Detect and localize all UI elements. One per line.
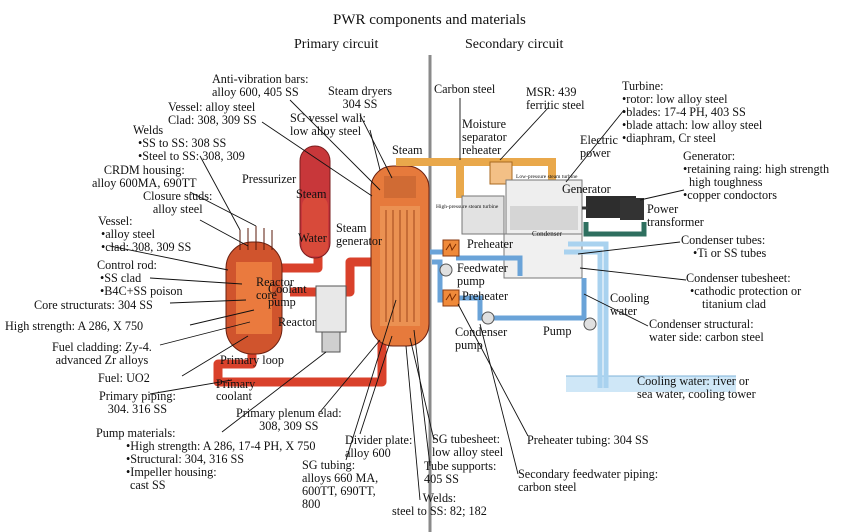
closure-studs-label: Closure studs:alloy steel [143,189,213,216]
cooling-water-label: Cooling water [610,291,650,318]
electric-power-label: Electric power [580,133,618,160]
steam-label: Steam [392,143,423,157]
reactor-label: Reactor [278,315,316,329]
pressurizer-tank [299,145,331,259]
generator-materials-label: Generator:•retaining raing: high strengt… [683,149,830,202]
primary-plenum-label: Primary plenum elad:308, 309 SS [236,406,342,433]
condenser-pump-icon [481,311,495,325]
primary-piping-label: Primary piping:304. 316 SS [99,389,176,416]
primary-circuit-header: Primary circuit [294,37,379,52]
power-transformer-label: Power transformer [647,202,704,229]
steam-generator-vessel [370,165,430,347]
secondary-feedwater-label: Secondary feedwater piping:carbon steel [518,467,659,494]
primary-coolant-label: Primary coolant [216,377,256,403]
steam-pipe [396,158,556,198]
condenser-tubesheet-label: Condenser tubesheet:•cathodic protection… [686,271,802,311]
pump-label: Pump [543,324,572,338]
condenser-structural-label: Condenser structural:water side: carbon … [649,317,764,344]
welds-bottom-label: Welds:steel to SS: 82; 182 [392,491,487,518]
crdm-label: CRDM housing:alloy 600MA, 690TT [92,163,197,190]
high-strength-label: High strength: A 286, X 750 [5,319,144,333]
coolant-pump-body [315,285,347,353]
moisture-separator-label: Moisture separator reheater [462,117,507,157]
preheater-tubing-label: Preheater tubing: 304 SS [527,433,649,447]
condenser-tubes-label: Condenser tubes:•Ti or SS tubes [681,233,767,260]
divider-plate-label: Divider plate:alloy 600 [345,433,413,460]
page-title: PWR components and materials [333,12,526,28]
sg-tubesheet-label: SG tubesheet:low alloy steel [432,432,504,459]
condenser-label: Condenser [532,230,562,238]
pressurizer-label: Pressurizer [242,172,297,186]
sg-tubing-label: SG tubing:alloys 660 MA,600TT, 690TT,800 [302,458,379,511]
pressurizer-water-label: Water [298,231,327,245]
cooling-pump-icon [583,317,597,331]
preheater-1-label: Preheater [467,237,514,251]
reactor-vessel [225,226,283,355]
lp-turbine-label: Low-pressure steam turbine [516,174,578,180]
preheater-1-box [442,239,460,257]
preheater-2-box [442,289,460,307]
tube-supports-label: Tube supports:405 SS [424,459,497,486]
core-structurals-label: Core structurats: 304 SS [34,298,153,312]
reactor-core-label: Reactor core [256,275,294,302]
welds-label: Welds•SS to SS: 308 SS•Steel to SS: 308,… [133,123,245,163]
fuel-cladding-label: Fuel cladding: Zy-4.advanced Zr alloys [52,340,152,367]
preheater-2-label: Preheater [462,289,509,303]
vessel-left-label: Vessel:•alloy steel•clad: 308, 309 SS [98,214,192,254]
msr-unit [489,161,513,185]
fuel-label: Fuel: UO2 [98,371,150,385]
hp-turbine-label: High-pressure steam turbine [436,204,499,210]
primary-loop-label: Primary loop [220,353,284,367]
steam-generator-label: Steam generator [336,221,383,248]
turbine-housing [461,179,583,235]
cooling-water-pipe [564,241,609,388]
leader-lines [109,98,687,501]
feedwater-pump-label: Feedwater pump [457,261,508,288]
control-rod-label: Control rod:•SS clad•B4C+SS poison [97,258,183,298]
secondary-circuit-header: Secondary circuit [465,37,564,52]
carbon-steel-label: Carbon steel [434,82,496,96]
condenser-pump-label: Condenser pump [455,325,508,352]
generator-cooling-pipe [583,222,647,237]
transformer-unit [620,198,644,220]
turbine-label: Turbine:•rotor: low alloy steel•blades: … [622,79,763,145]
pump-materials-label: Pump materials:•High strength: A 286, 17… [96,426,316,492]
sg-vessel-wall-label: SG vessel wall:low alloy steel [290,111,366,138]
feedwater-pump-icon [439,263,453,277]
coolant-pump-label: Coolant pump [268,282,307,309]
anti-vibration-label: Anti-vibration bars:alloy 600, 405 SS [212,72,309,99]
pressurizer-steam-label: Steam [296,187,327,201]
generator-label: Generator [562,182,611,196]
